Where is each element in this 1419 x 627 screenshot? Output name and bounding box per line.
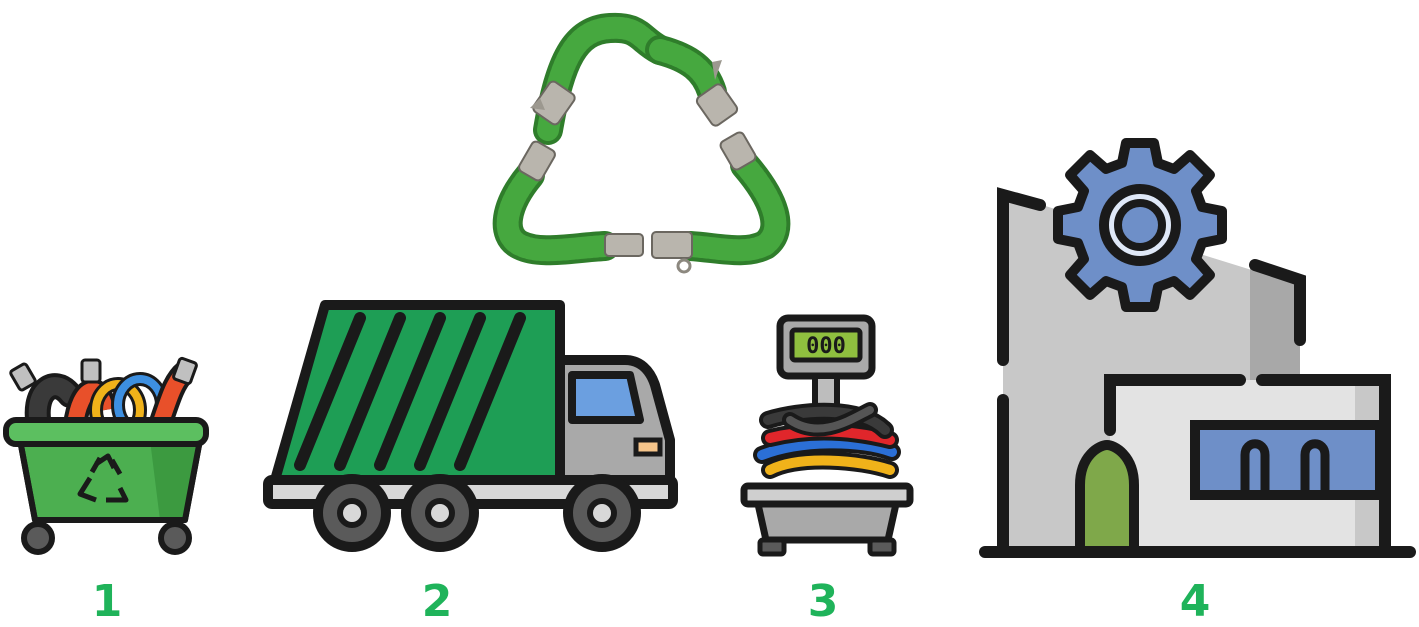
hose-weighing-scale-icon: 000 (744, 318, 910, 554)
factory-gear-icon (985, 143, 1410, 552)
hose-recycle-triangle-icon (508, 28, 776, 272)
scale-display-text: 000 (806, 334, 846, 359)
step-number-1: 1 (67, 580, 147, 624)
step-number-4: 4 (1155, 580, 1235, 624)
hose-recycling-bin-icon (6, 358, 206, 552)
step-number-3: 3 (783, 580, 863, 624)
step-number-2: 2 (397, 580, 477, 624)
garbage-truck-icon (268, 305, 673, 547)
